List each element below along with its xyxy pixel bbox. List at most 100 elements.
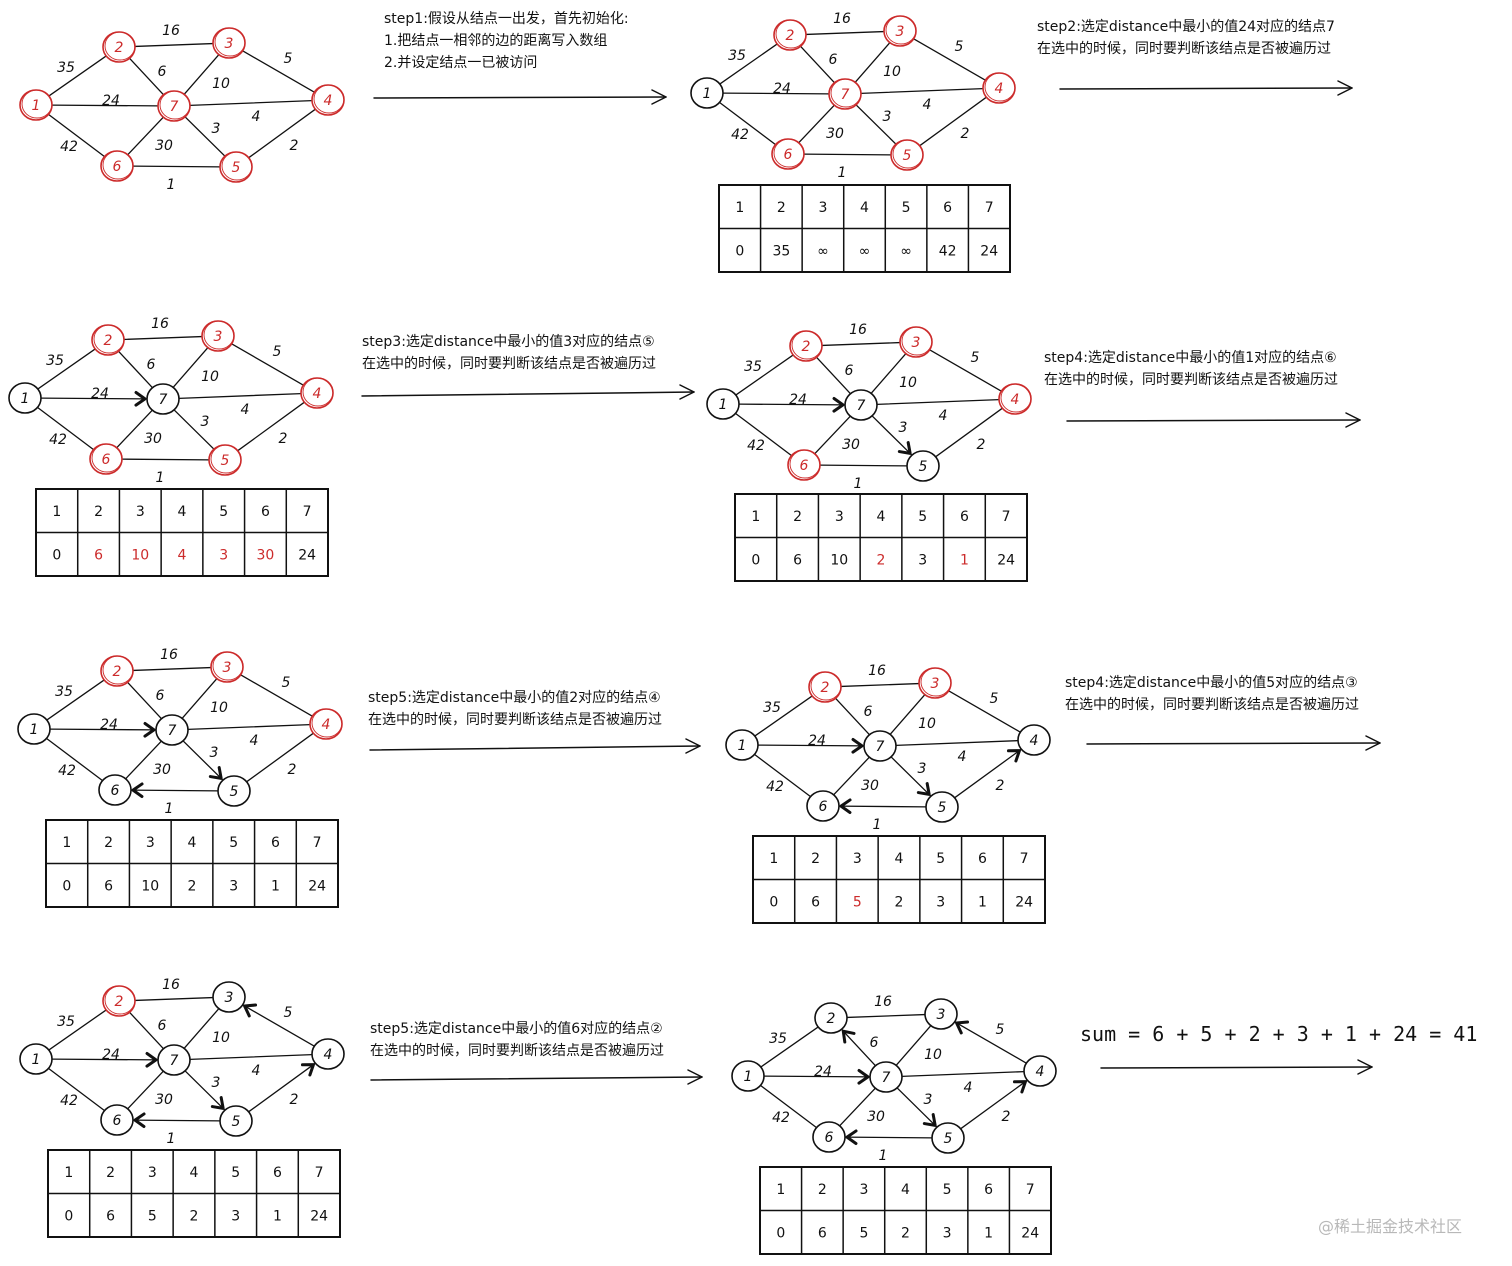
graph-node (8, 382, 42, 414)
graph-edge (763, 1075, 871, 1078)
graph-node (212, 981, 246, 1013)
edge-weight-label: 6 (845, 363, 854, 379)
edge-weight-label: 35 (57, 60, 75, 76)
graph-edge (805, 30, 885, 36)
edge-weight-label: 10 (883, 64, 901, 80)
graph-edge (237, 401, 305, 452)
distance-table-header-cell: 2 (94, 504, 103, 520)
step-arrowhead (687, 1069, 703, 1085)
graph-edge (876, 398, 1000, 406)
selected-edge-arrowhead (243, 1003, 258, 1018)
graph-node-label: 5 (944, 1131, 953, 1147)
selected-edge-arrowhead (841, 1029, 856, 1044)
graph-edge (240, 674, 313, 717)
edge-weight-label: 1 (838, 165, 847, 181)
graph-edge (48, 1067, 105, 1112)
edge-weight-label: 42 (766, 779, 784, 795)
graph-node-sketch-stroke (984, 72, 1016, 102)
graph-node-label: 6 (784, 147, 793, 163)
graph-edge (248, 1062, 316, 1113)
distance-table-value-cell: 24 (980, 243, 998, 259)
selected-edge-arrowhead (851, 738, 864, 754)
edge-weight-label: 24 (102, 1047, 120, 1063)
graph-node-label: 5 (232, 1114, 241, 1130)
graph-edge (183, 54, 220, 95)
distance-table-header-cell: 5 (918, 509, 927, 525)
edge-weight-label: 10 (210, 700, 228, 716)
distance-table-value-cell: 5 (859, 1225, 868, 1241)
distance-table-header-cell: 6 (273, 1165, 282, 1181)
edge-weight-label: 24 (91, 386, 109, 402)
graph-edge (839, 1087, 876, 1127)
graph-node-label: 2 (115, 40, 124, 56)
graph-node-sketch-stroke (892, 139, 924, 169)
graph-edge (735, 412, 792, 457)
distance-table-value-cell: 30 (257, 547, 275, 563)
distance-table-header-cell: 6 (960, 509, 969, 525)
graph-edge (37, 348, 96, 390)
graph-node-sketch-stroke (311, 708, 343, 738)
selected-edge-arrowhead (131, 782, 144, 799)
edge-weight-label: 30 (155, 138, 173, 154)
graph-edge (803, 153, 892, 156)
distance-table-header-cell: 1 (64, 1165, 73, 1181)
selected-edge-arrowhead (839, 798, 852, 815)
graph-node-label: 5 (221, 453, 230, 469)
graph-edge (860, 87, 984, 95)
edge-weight-label: 10 (918, 716, 936, 732)
selected-edge-arrowhead (922, 1113, 937, 1127)
graph-node-label: 6 (819, 799, 828, 815)
graph-node-label: 3 (214, 329, 223, 345)
distance-table-header-cell: 7 (303, 504, 312, 520)
edge-weight-label: 2 (977, 437, 986, 453)
edge-weight-label: 2 (996, 778, 1005, 794)
edge-weight-label: 1 (167, 1131, 176, 1147)
graph-node (906, 450, 940, 482)
graph-edge (123, 335, 203, 341)
step-5-note: step5:选定distance中最小的值2对应的结点④ 在选中的时候，同时要判… (368, 687, 662, 731)
edge-weight-label: 16 (162, 977, 180, 993)
edge-weight-label: 3 (201, 414, 210, 430)
step-arrow (1086, 742, 1381, 745)
graph-node-label: 1 (21, 391, 30, 407)
graph-node-label: 5 (230, 784, 239, 800)
edge-weight-label: 3 (212, 1075, 221, 1091)
distance-table-value-cell: 1 (271, 878, 280, 894)
graph-node-label: 4 (1030, 733, 1039, 749)
graph-edge (954, 1021, 1027, 1064)
graph-edge (189, 99, 313, 107)
graph-node-label: 7 (857, 398, 866, 414)
distance-table-value-cell: ∞ (900, 243, 912, 259)
step-1-note: step1:假设从结点一出发，首先初始化: 1.把结点一相邻的边的距离写入数组 … (384, 8, 629, 74)
step-6-note: step4:选定distance中最小的值5对应的结点③ 在选中的时候，同时要判… (1065, 672, 1359, 716)
graph-node-label: 1 (32, 1052, 41, 1068)
selected-edge-arrowhead (955, 1020, 970, 1035)
distance-table-value-cell: 2 (901, 1225, 910, 1241)
step-4-note: step4:选定distance中最小的值1对应的结点⑥ 在选中的时候，同时要判… (1044, 347, 1338, 391)
edge-weight-label: 24 (102, 93, 120, 109)
distance-table-value-cell: 6 (811, 894, 820, 910)
graph-node-label: 1 (744, 1069, 753, 1085)
graph-node-sketch-stroke (159, 90, 191, 120)
distance-table-value-cell: 5 (148, 1208, 157, 1224)
edge-weight-label: 4 (964, 1080, 973, 1096)
graph-node-label: 3 (225, 990, 234, 1006)
graph-node-label: 7 (170, 99, 179, 115)
edge-weight-label: 3 (899, 420, 908, 436)
graph-node-sketch-stroke (901, 326, 933, 356)
graph-edge (178, 392, 302, 400)
step-4-note-line-1: step4:选定distance中最小的值1对应的结点⑥ (1044, 350, 1337, 366)
graph-edge (37, 406, 94, 451)
graph-node-label: 6 (825, 1130, 834, 1146)
edge-weight-label: 4 (923, 97, 932, 113)
distance-table-value-cell: 24 (1021, 1225, 1039, 1241)
graph-node-label: 6 (113, 1113, 122, 1129)
graph-node-label: 3 (937, 1007, 946, 1023)
edge-weight-label: 35 (769, 1031, 787, 1047)
graph-node (812, 1121, 846, 1153)
graph-edge (129, 58, 164, 95)
